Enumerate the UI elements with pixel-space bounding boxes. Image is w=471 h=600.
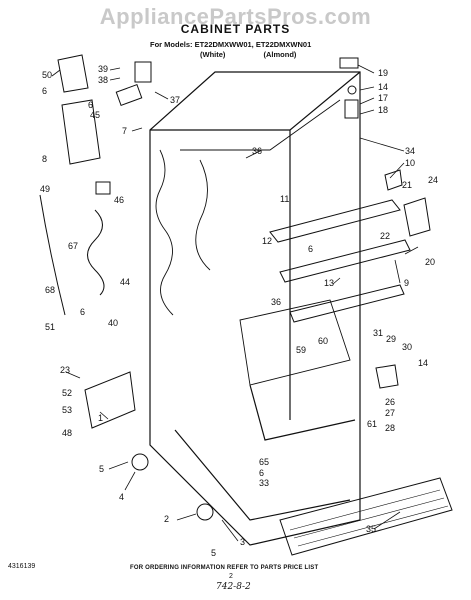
callout: 26 — [385, 397, 395, 407]
callout: 31 — [373, 328, 383, 338]
callout: 38 — [98, 75, 108, 85]
callout: 4 — [119, 492, 124, 502]
callout: 53 — [62, 405, 72, 415]
callout: 6 — [88, 100, 93, 110]
callout: 39 — [98, 64, 108, 74]
toe-grille — [279, 477, 453, 556]
part-shapes — [39, 54, 453, 556]
callout: 68 — [45, 285, 55, 295]
callout: 22 — [380, 231, 390, 241]
callout: 35 — [366, 524, 376, 534]
callout: 23 — [60, 365, 70, 375]
callout: 21 — [402, 180, 412, 190]
callout: 6 — [42, 86, 47, 96]
models-line: For Models: ET22DMXWW01, ET22DMXWN01 — [150, 40, 312, 49]
cabinet-outline — [149, 71, 361, 546]
bracket — [384, 169, 403, 191]
callout: 11 — [280, 194, 289, 204]
lower-hinge — [375, 364, 399, 389]
callout: 40 — [108, 318, 118, 328]
callout: 60 — [318, 336, 328, 346]
hinge-pin — [344, 99, 359, 119]
callout: 37 — [170, 95, 180, 105]
color-labels: (White) (Almond) — [200, 50, 296, 59]
part-code: 4316139 — [8, 563, 36, 570]
callout: 36 — [252, 146, 262, 156]
callout: 10 — [405, 158, 415, 168]
access-panel — [84, 371, 136, 429]
ordering-note: FOR ORDERING INFORMATION REFER TO PARTS … — [130, 565, 319, 571]
callout: 52 — [62, 388, 72, 398]
callout: 61 — [367, 419, 377, 429]
page-number: 2 — [229, 573, 233, 580]
callout: 24 — [428, 175, 438, 185]
roller-wheel — [196, 503, 214, 521]
callout: 49 — [40, 184, 50, 194]
callout: 14 — [378, 82, 388, 92]
callout: 7 — [122, 126, 127, 136]
control-panel — [61, 99, 101, 165]
shelf-rail-middle — [279, 239, 411, 283]
callout: 17 — [378, 93, 388, 103]
callout: 28 — [385, 423, 395, 433]
callout: 1 — [98, 413, 103, 423]
page-title: CABINET PARTS — [180, 22, 291, 36]
callout: 46 — [114, 195, 124, 205]
callouts: 50 6 39 38 37 45 7 6 8 49 46 36 19 14 17… — [40, 64, 438, 558]
thermostat — [115, 84, 143, 106]
callout: 6 — [308, 244, 313, 254]
power-cord — [39, 194, 66, 316]
color-almond-label: (Almond) — [263, 50, 297, 59]
callout: 36 — [271, 297, 281, 307]
callout: 27 — [385, 408, 395, 418]
hinge-cap — [339, 57, 359, 69]
callout: 14 — [418, 358, 428, 368]
callout: 6 — [80, 307, 85, 317]
callout: 30 — [402, 342, 412, 352]
callout: 45 — [90, 110, 100, 120]
light-socket — [134, 61, 152, 83]
callout: 65 — [259, 457, 269, 467]
callout: 9 — [404, 278, 409, 288]
callout: 20 — [425, 257, 435, 267]
coiled-tube — [87, 209, 105, 296]
callout: 33 — [259, 478, 269, 488]
callout: 5 — [211, 548, 216, 558]
connector — [95, 181, 111, 195]
callout: 5 — [99, 464, 104, 474]
callout: 51 — [45, 322, 55, 332]
leader-lines — [51, 64, 419, 542]
callout: 44 — [120, 277, 130, 287]
callout: 2 — [164, 514, 169, 524]
callout: 59 — [296, 345, 306, 355]
color-white-label: (White) — [200, 50, 226, 59]
watermark: AppliancePartsPros.com — [99, 4, 372, 29]
callout: 3 — [240, 537, 245, 547]
callout: 12 — [262, 236, 272, 246]
callout: 29 — [386, 334, 396, 344]
callout: 19 — [378, 68, 388, 78]
roller-wheel — [131, 453, 149, 471]
callout: 50 — [42, 70, 52, 80]
callout: 34 — [405, 146, 415, 156]
callout: 18 — [378, 105, 388, 115]
handwritten-code: 742-8-2 — [216, 582, 251, 592]
callout: 13 — [324, 278, 334, 288]
callout: 48 — [62, 428, 72, 438]
washer — [347, 85, 357, 95]
callout: 6 — [259, 468, 264, 478]
callout: 8 — [42, 154, 47, 164]
control-housing — [57, 54, 89, 93]
hinge-plate — [403, 197, 431, 237]
shelf-rail-lower — [289, 284, 405, 323]
shelf-rail-upper — [269, 199, 401, 243]
callout: 67 — [68, 241, 78, 251]
